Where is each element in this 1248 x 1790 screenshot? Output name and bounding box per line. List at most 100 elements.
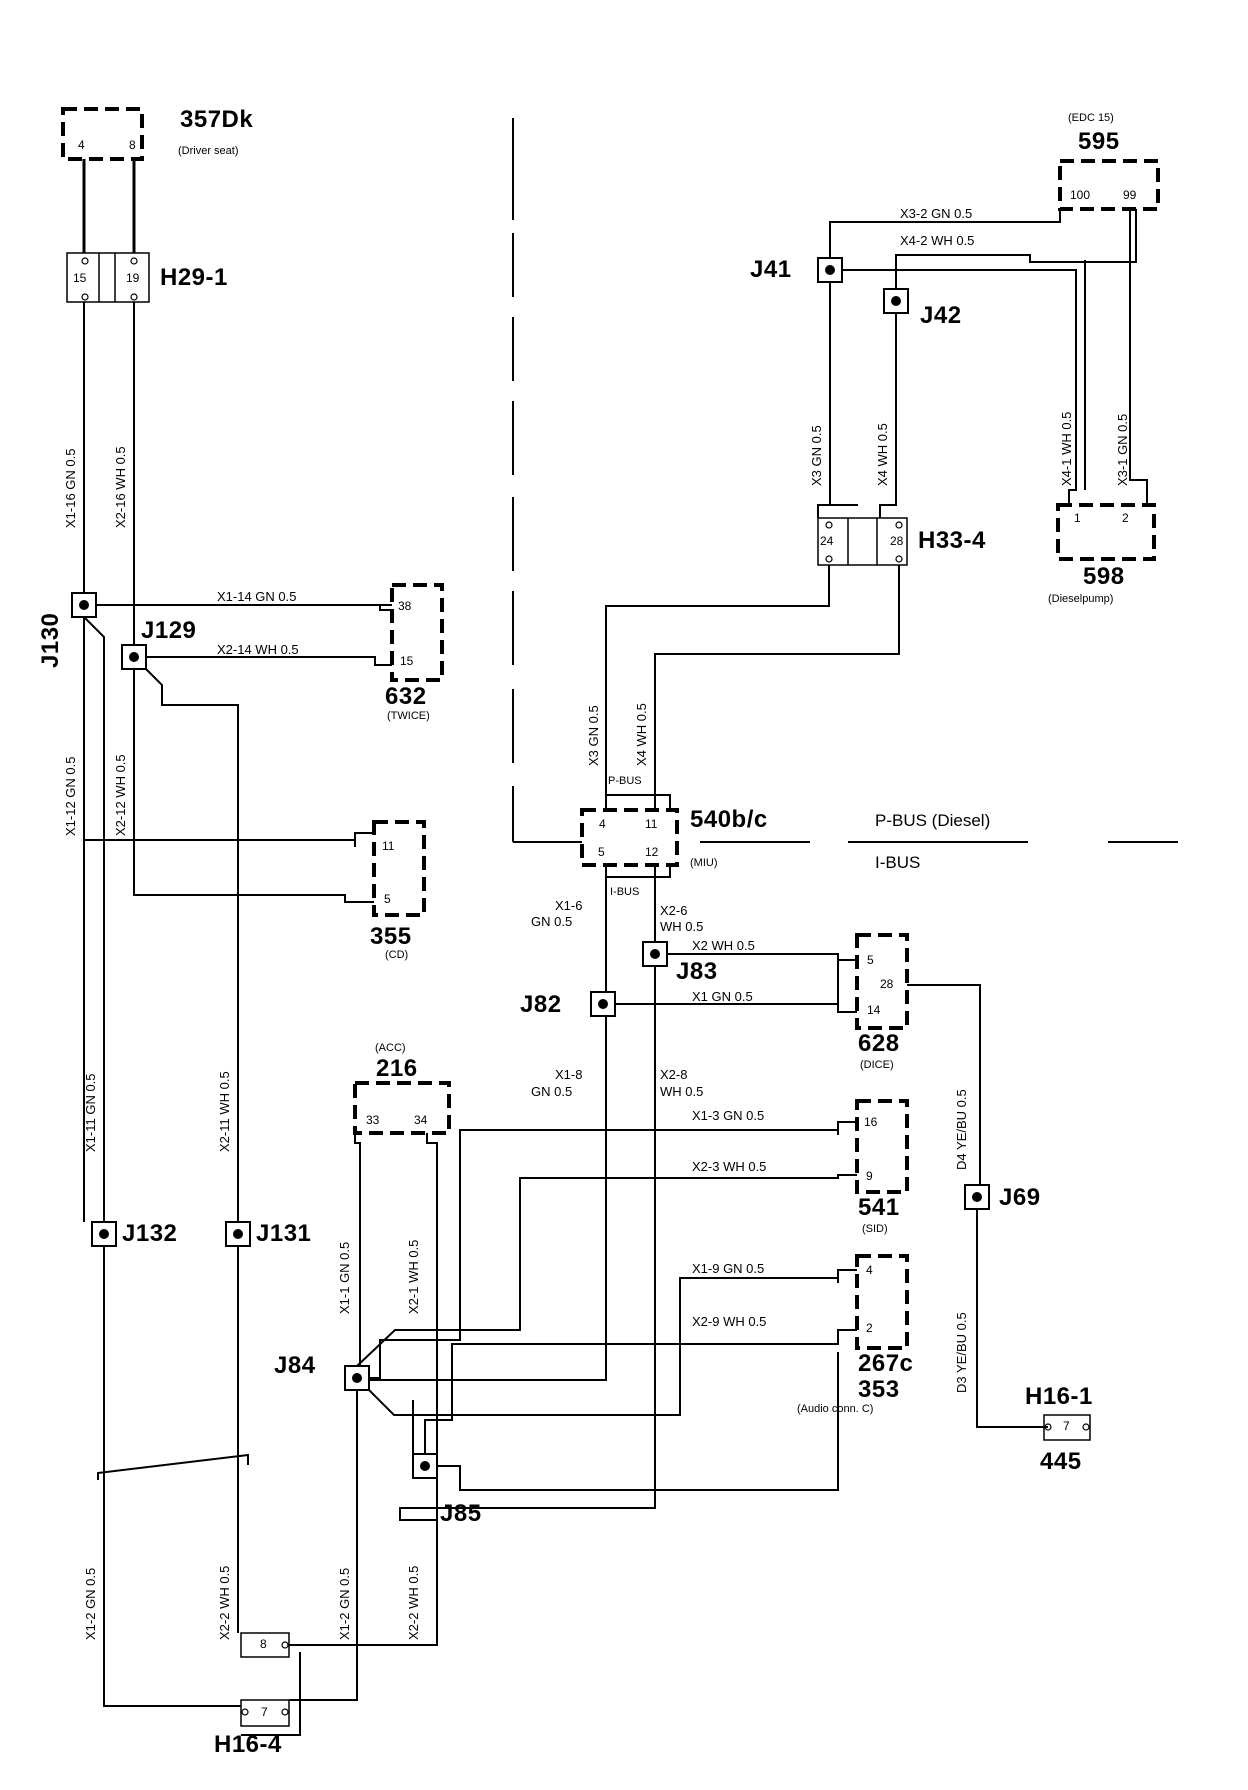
junction-j85-label: J85 — [440, 1500, 482, 1527]
pbus-label: P-BUS (Diesel) — [875, 811, 991, 830]
wire-label: X1-2 GN 0.5 — [337, 1567, 352, 1640]
wire-label: X3-2 GN 0.5 — [900, 206, 973, 221]
pin-label: 9 — [866, 1169, 873, 1183]
wire-label: X1-8 — [555, 1067, 583, 1082]
component-540-ibus-tag: I-BUS — [610, 886, 640, 898]
pin-label: 5 — [384, 892, 391, 906]
component-598-box — [1056, 503, 1156, 561]
pin-label: 14 — [867, 1003, 881, 1017]
pin-label: 1 — [1074, 511, 1081, 525]
pin-label: 38 — [398, 599, 412, 613]
component-216-label: 216 — [376, 1055, 418, 1082]
junction-j69-label: J69 — [999, 1184, 1041, 1211]
wire-label: X1-1 GN 0.5 — [337, 1241, 352, 1314]
wire-label: X3-1 GN 0.5 — [1115, 413, 1130, 486]
component-216-desc: (ACC) — [375, 1042, 406, 1054]
wire-label: X2-3 WH 0.5 — [692, 1159, 767, 1174]
connector-h33-4-box — [817, 517, 908, 566]
connector-h33-4-label: H33-4 — [918, 527, 986, 554]
wire-label: X4 WH 0.5 — [634, 703, 649, 766]
wire-label: D4 YE/BU 0.5 — [954, 1089, 969, 1170]
component-357dk-box — [61, 107, 144, 161]
junction-j129-label: J129 — [141, 617, 197, 644]
component-595-desc: (EDC 15) — [1068, 112, 1114, 124]
component-598-label: 598 — [1083, 563, 1125, 590]
wire-label: X2-9 WH 0.5 — [692, 1314, 767, 1329]
wire-label: GN 0.5 — [531, 914, 573, 929]
wire-label: X2-6 — [660, 903, 688, 918]
pin-label: 15 — [400, 654, 414, 668]
wire-label: X1 GN 0.5 — [692, 989, 753, 1004]
junction-j131-label: J131 — [256, 1220, 312, 1247]
pin-label: 34 — [414, 1113, 428, 1127]
pin-label: 2 — [1122, 511, 1129, 525]
pin-label: 8 — [260, 1637, 267, 1651]
component-540-box — [580, 808, 679, 867]
component-216-box — [353, 1081, 451, 1135]
pin-label: 7 — [1063, 1419, 1070, 1433]
component-541-box — [855, 1099, 909, 1194]
component-628-label: 628 — [858, 1030, 900, 1057]
component-540-desc: (MIU) — [690, 857, 718, 869]
junction-j41-label: J41 — [750, 256, 792, 283]
component-357dk-label: 357Dk — [180, 106, 254, 133]
pin-label: 15 — [73, 271, 87, 285]
component-355-label: 355 — [370, 923, 412, 950]
pin-label: 2 — [866, 1321, 873, 1335]
junction-j130-label: J130 — [37, 612, 64, 668]
connector-h16-4-bot-box — [240, 1699, 290, 1727]
component-632-desc: (TWICE) — [387, 710, 430, 722]
pin-label: 100 — [1070, 188, 1091, 202]
wire-label: X2-2 WH 0.5 — [406, 1565, 421, 1640]
pin-label: 99 — [1123, 188, 1137, 202]
wire-label: X3 GN 0.5 — [809, 425, 824, 486]
wire-label: X4 WH 0.5 — [875, 423, 890, 486]
wire-label: X2 WH 0.5 — [692, 938, 755, 953]
wire-label: X4-1 WH 0.5 — [1059, 411, 1074, 486]
pin-label: 7 — [261, 1705, 268, 1719]
wire-label: X4-2 WH 0.5 — [900, 233, 975, 248]
wire-label: X2-12 WH 0.5 — [113, 754, 128, 836]
connector-h29-1-label: H29-1 — [160, 264, 228, 291]
wire-label: X1-6 — [555, 898, 583, 913]
connector-h29-1-box — [66, 252, 150, 303]
junction-j84-label: J84 — [274, 1352, 316, 1379]
wire-label: X2-16 WH 0.5 — [113, 446, 128, 528]
component-628-desc: (DICE) — [860, 1059, 894, 1071]
component-267c-label: 267c — [858, 1350, 914, 1377]
component-267c-box — [855, 1254, 909, 1350]
wire-label: X1-14 GN 0.5 — [217, 589, 297, 604]
pin-label: 28 — [890, 534, 904, 548]
component-357dk-desc: (Driver seat) — [178, 145, 239, 157]
wire-label: X2-11 WH 0.5 — [217, 1071, 232, 1152]
wire-label: X3 GN 0.5 — [586, 705, 601, 766]
pin-label: 8 — [129, 138, 136, 152]
junction-j82-label: J82 — [520, 991, 562, 1018]
wire-label: X2-2 WH 0.5 — [217, 1565, 232, 1640]
component-445-label: 445 — [1040, 1448, 1082, 1475]
junction-j132-label: J132 — [122, 1220, 178, 1247]
wire-label: GN 0.5 — [531, 1084, 573, 1099]
junction-j42-label: J42 — [920, 302, 962, 329]
pin-label: 16 — [864, 1115, 878, 1129]
component-540-pbus-tag: P-BUS — [608, 775, 642, 787]
pin-label: 4 — [599, 817, 606, 831]
component-598-desc: (Dieselpump) — [1048, 593, 1114, 605]
pin-label: 4 — [866, 1263, 873, 1277]
component-595-box — [1058, 159, 1160, 211]
wire-label: X1-11 GN 0.5 — [83, 1073, 98, 1152]
wire-label: X2-1 WH 0.5 — [406, 1239, 421, 1314]
wire-label: X1-2 GN 0.5 — [83, 1567, 98, 1640]
component-632-box — [390, 583, 444, 682]
pin-label: 28 — [880, 977, 894, 991]
ibus-label: I-BUS — [875, 853, 921, 872]
component-267c-desc: (Audio conn. C) — [797, 1403, 874, 1415]
connector-h16-4-label: H16-4 — [214, 1731, 282, 1758]
wire-label: X1-9 GN 0.5 — [692, 1261, 765, 1276]
component-540-label: 540b/c — [690, 806, 768, 833]
pin-label: 5 — [867, 953, 874, 967]
pin-label: 5 — [598, 845, 605, 859]
wire-label: WH 0.5 — [660, 919, 704, 934]
